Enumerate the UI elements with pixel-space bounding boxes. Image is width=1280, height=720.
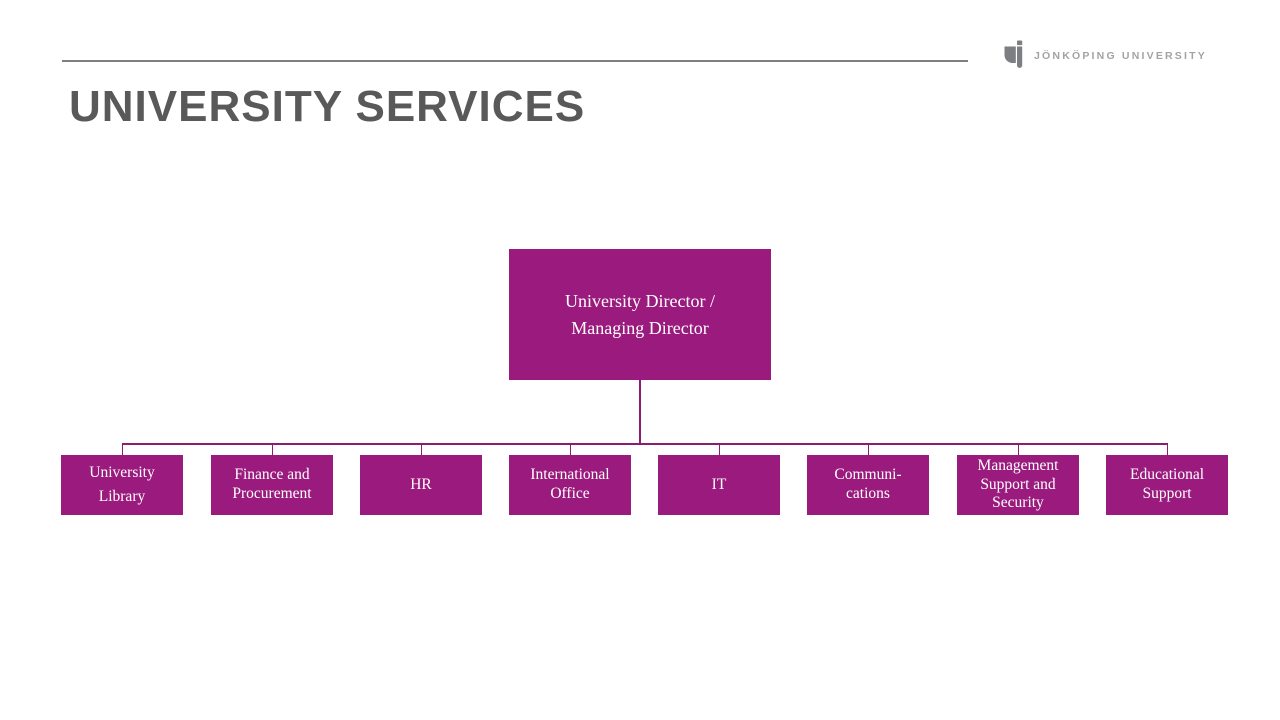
connector-stub [1017,443,1019,456]
university-logo: JÖNKÖPING UNIVERSITY [1004,40,1207,68]
org-node-communications: Communi- cations [807,455,929,515]
ju-monogram-icon [1004,40,1023,68]
org-node-finance-and-procurement: Finance and Procurement [211,455,333,515]
org-node-university-library: University Library [61,455,183,515]
org-node-management-support-and-security: Management Support and Security [957,455,1079,515]
org-node-hr: HR [360,455,482,515]
logo-text: JÖNKÖPING UNIVERSITY [1034,50,1207,62]
org-node-international-office: International Office [509,455,631,515]
connector-stub [569,443,571,456]
connector-line [121,443,1168,445]
connector-stub [420,443,422,456]
connector-line [639,380,641,443]
connector-stub [1166,443,1168,456]
connector-stub [718,443,720,456]
header-rule [62,60,968,62]
page-title: UNIVERSITY SERVICES [69,82,586,131]
org-node-it: IT [658,455,780,515]
connector-stub [867,443,869,456]
connector-stub [121,443,123,456]
org-node-root: University Director / Managing Director [509,249,771,380]
connector-stub [271,443,273,456]
org-node-educational-support: Educational Support [1106,455,1228,515]
